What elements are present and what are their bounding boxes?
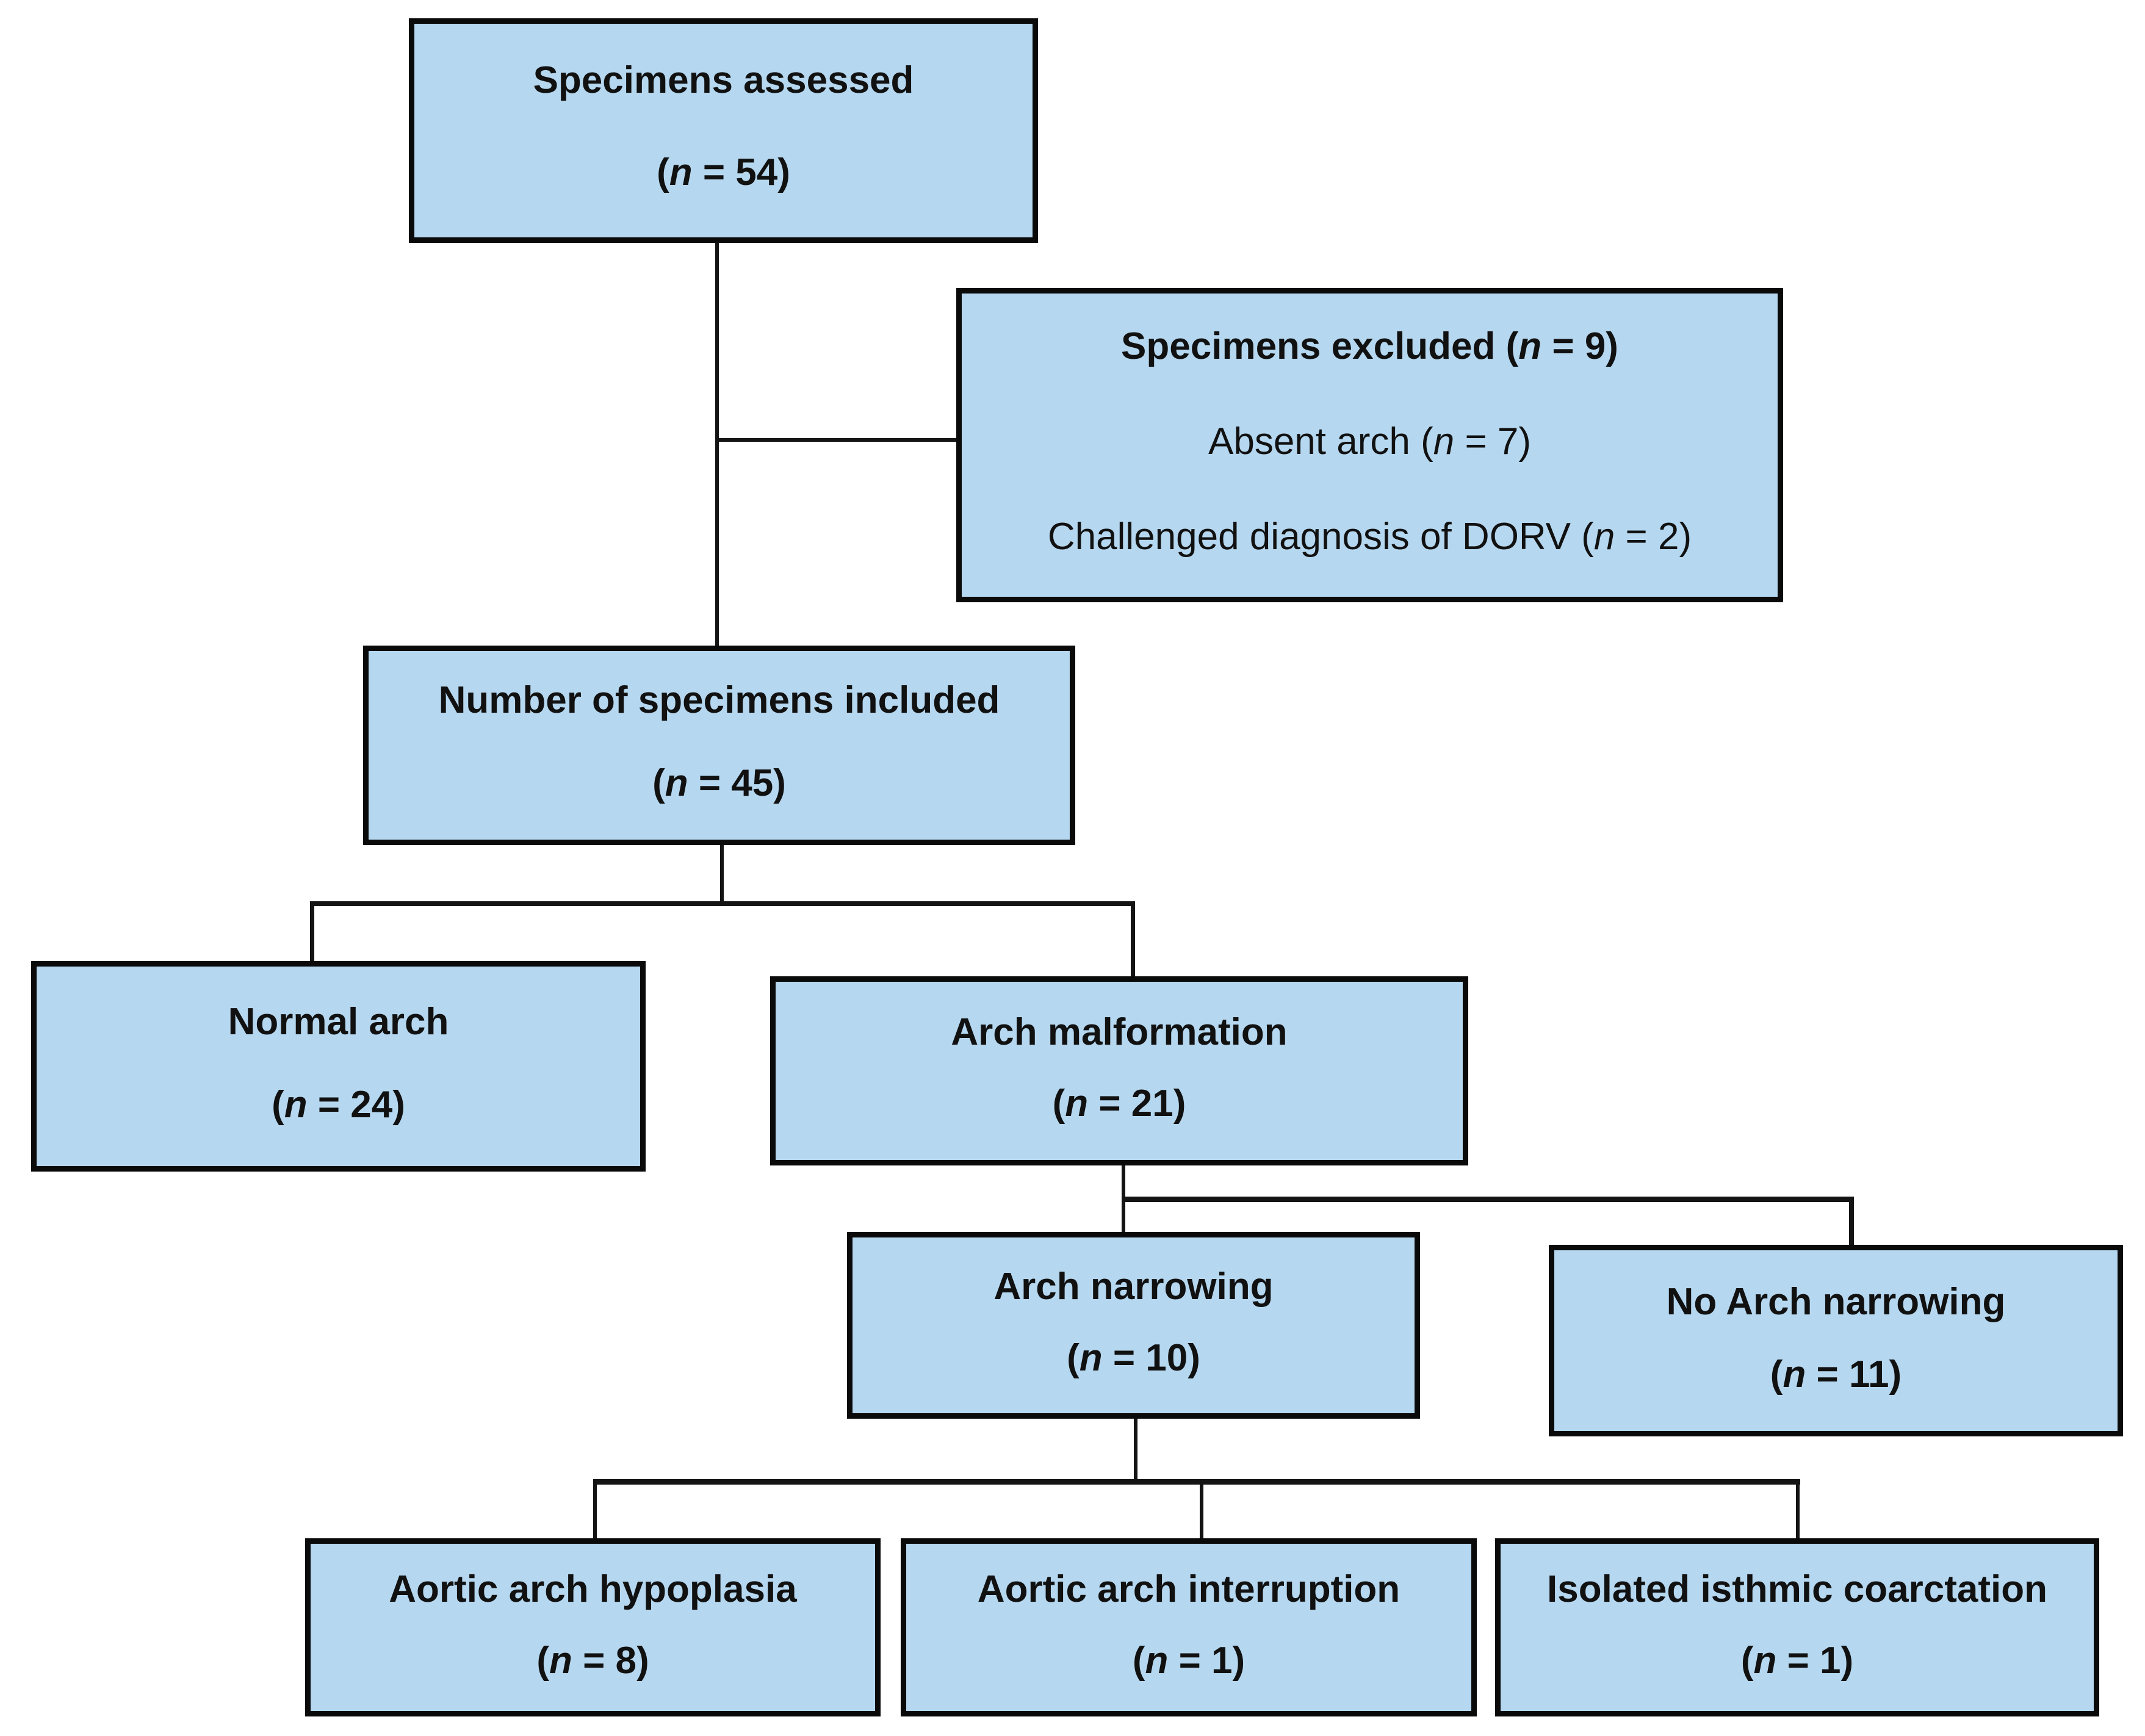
flow-box-specimens-included: Number of specimens included (n = 45) — [363, 646, 1075, 845]
flow-box-arch-narrowing: Arch narrowing (n = 10) — [847, 1232, 1420, 1419]
box-title: Specimens excluded (n = 9) — [1121, 325, 1618, 367]
connector-included-stem — [720, 845, 724, 901]
box-count: (n = 45) — [652, 762, 786, 804]
flow-box-normal-arch: Normal arch (n = 24) — [31, 961, 646, 1172]
connector-drop-no-arch-narrowing — [1849, 1197, 1854, 1245]
flow-box-aortic-arch-hypoplasia: Aortic arch hypoplasia (n = 8) — [305, 1538, 881, 1716]
connector-drop-arch-malformation — [1131, 901, 1135, 976]
box-count: (n = 1) — [1740, 1639, 1854, 1682]
box-title: Arch malformation — [951, 1011, 1288, 1053]
box-title: Isolated isthmic coarctation — [1547, 1568, 2047, 1610]
flow-box-no-arch-narrowing: No Arch narrowing (n = 11) — [1549, 1245, 2123, 1436]
box-count: (n = 24) — [272, 1083, 405, 1126]
box-title: Arch narrowing — [993, 1266, 1274, 1308]
box-title: No Arch narrowing — [1666, 1281, 2006, 1323]
box-count: (n = 54) — [657, 151, 790, 193]
connector-branch-to-excluded — [717, 438, 956, 442]
box-count: (n = 8) — [536, 1639, 649, 1682]
connector-narrowing-branch-bar — [593, 1479, 1800, 1485]
box-count: (n = 21) — [1052, 1082, 1186, 1125]
flow-box-arch-malformation: Arch malformation (n = 21) — [770, 976, 1468, 1165]
connector-malformation-branch-bar — [1122, 1197, 1854, 1202]
connector-malformation-stem — [1122, 1165, 1125, 1199]
box-count: (n = 10) — [1067, 1336, 1200, 1379]
box-count: (n = 11) — [1770, 1353, 1902, 1396]
connector-drop-arch-narrowing — [1122, 1197, 1125, 1232]
box-title: Aortic arch hypoplasia — [389, 1568, 797, 1610]
connector-drop-normal-arch — [310, 901, 314, 961]
connector-narrowing-stem — [1134, 1419, 1137, 1483]
flow-box-specimens-excluded: Specimens excluded (n = 9) Absent arch (… — [956, 288, 1783, 602]
connector-drop-coarctation — [1796, 1479, 1800, 1538]
connector-included-branch-bar — [310, 901, 1135, 906]
connector-assessed-to-included — [715, 243, 719, 646]
box-title: Number of specimens included — [438, 679, 1000, 721]
exclusion-reason-challenged-dorv: Challenged diagnosis of DORV (n = 2) — [1047, 515, 1692, 558]
box-title: Specimens assessed — [533, 59, 914, 101]
connector-drop-interruption — [1200, 1479, 1203, 1538]
flow-box-specimens-assessed: Specimens assessed (n = 54) — [409, 18, 1038, 243]
exclusion-reason-absent-arch: Absent arch (n = 7) — [1208, 420, 1532, 463]
box-count: (n = 1) — [1132, 1639, 1246, 1682]
flow-box-aortic-arch-interruption: Aortic arch interruption (n = 1) — [901, 1538, 1477, 1716]
box-title: Normal arch — [228, 1001, 449, 1043]
flow-box-isolated-isthmic-coarctation: Isolated isthmic coarctation (n = 1) — [1495, 1538, 2099, 1716]
box-title: Aortic arch interruption — [977, 1568, 1401, 1610]
box-count: (n = 9) — [1505, 325, 1618, 367]
connector-drop-hypoplasia — [593, 1479, 597, 1538]
